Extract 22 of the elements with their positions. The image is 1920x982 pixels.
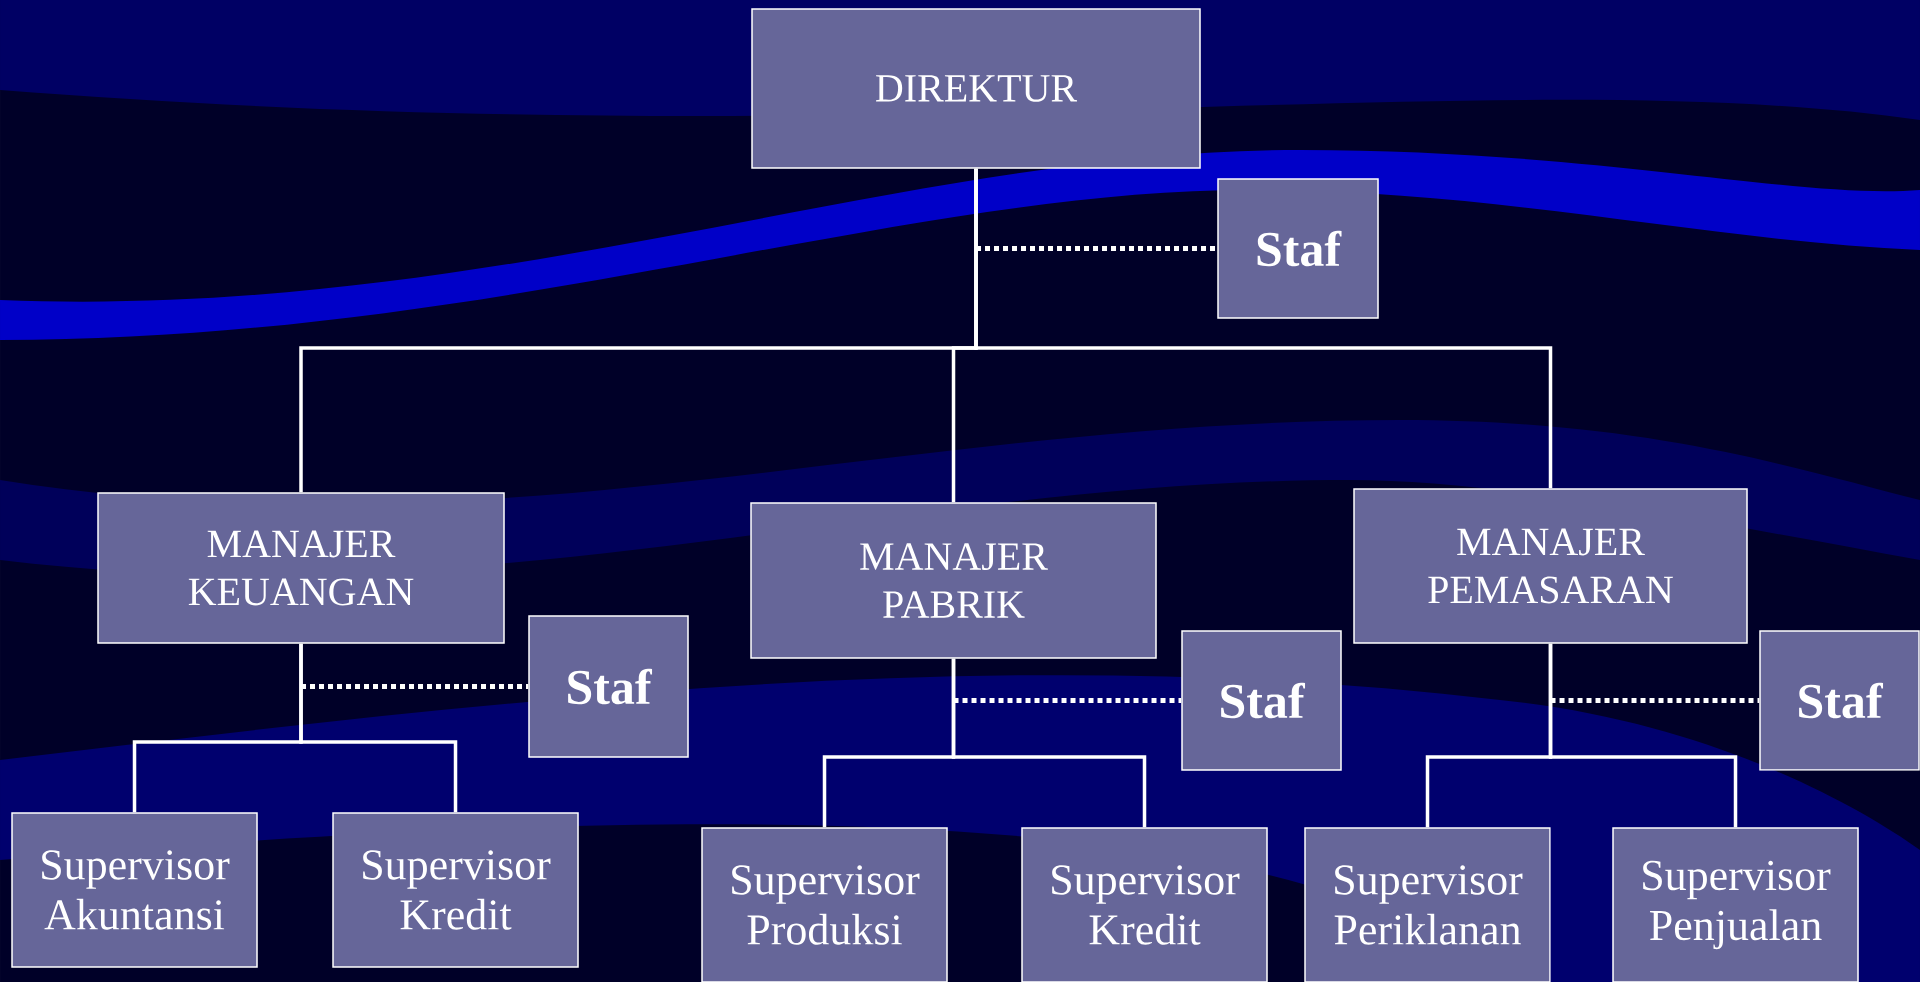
connector-line <box>951 658 1147 828</box>
supervisor-box: Supervisor Produksi <box>701 827 948 982</box>
supervisor-box: Supervisor Periklanan <box>1304 827 1551 982</box>
connector-line <box>976 246 1218 251</box>
connector-line <box>1550 698 1760 703</box>
manager-box: MANAJER PEMASARAN <box>1353 488 1748 644</box>
connector-line <box>1548 643 1738 828</box>
connector-line <box>301 684 529 689</box>
manager-box: MANAJER PABRIK <box>750 502 1157 659</box>
supervisor-box: Supervisor Kredit <box>1021 827 1268 982</box>
manager-box: MANAJER KEUANGAN <box>97 492 505 644</box>
staff-box: Staf <box>528 615 689 758</box>
staff-box: Staf <box>1759 630 1920 771</box>
supervisor-box: Supervisor Penjualan <box>1612 827 1859 982</box>
supervisor-box: Supervisor Akuntansi <box>11 812 258 968</box>
staff-box: Staf <box>1181 630 1342 771</box>
connector-line <box>299 643 458 813</box>
staff-box: Staf <box>1217 178 1379 319</box>
director-box: DIREKTUR <box>751 8 1201 169</box>
connector-line <box>974 168 1553 489</box>
supervisor-box: Supervisor Kredit <box>332 812 579 968</box>
connector-line <box>953 698 1182 703</box>
